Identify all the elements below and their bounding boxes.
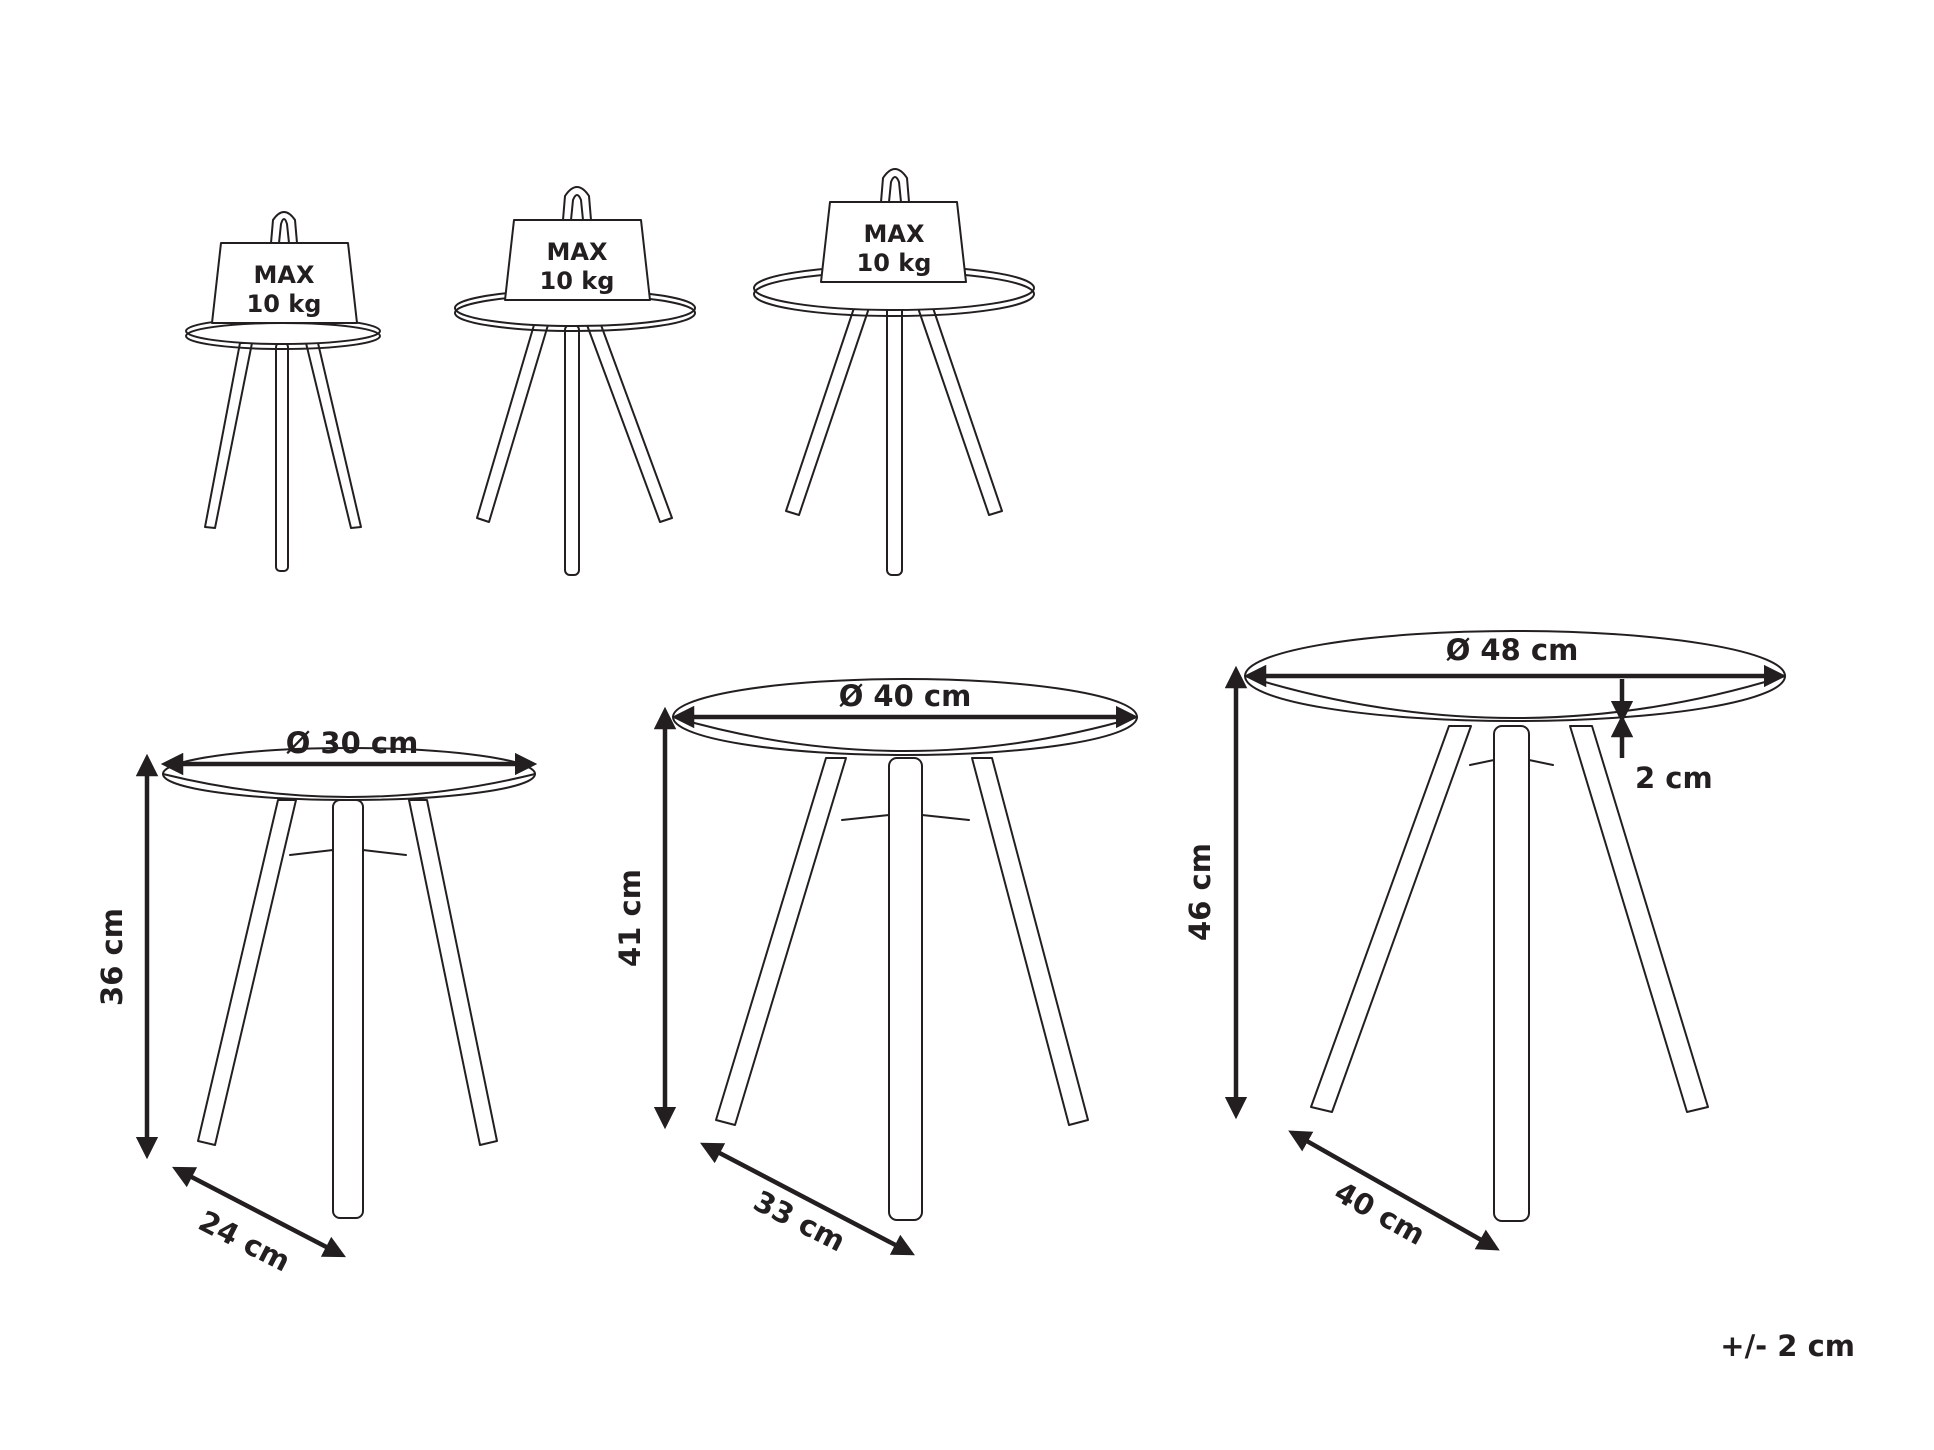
medium-table-legs [715,757,1089,1221]
small-table-legs [197,799,498,1219]
thickness-label: 2 cm [1635,761,1713,795]
weight-kg-label: 10 kg [247,290,322,318]
diameter-label: Ø 30 cm [286,726,419,760]
large-table-load-illustration: MAX 10 kg [753,168,1035,576]
weight-max-label: MAX [254,261,315,289]
height-label: 36 cm [95,908,129,1006]
large-table-dimensions: Ø 48 cm 46 cm 40 cm 2 cm [1183,630,1787,1252]
large-table-legs [1310,725,1709,1222]
medium-table-top-edge [672,716,1138,752]
small-table-dimensions: Ø 30 cm 36 cm 24 cm [95,726,538,1279]
tolerance-label: +/- 2 cm [1720,1329,1855,1363]
weight-icon: MAX 10 kg [504,186,651,301]
weight-icon: MAX 10 kg [211,211,358,324]
base-label: 24 cm [193,1204,296,1279]
medium-table-dimensions: Ø 40 cm 41 cm 33 cm [613,678,1139,1258]
height-label: 46 cm [1183,843,1217,941]
weight-max-label: MAX [864,220,925,248]
base-arrow [700,1142,915,1256]
base-arrow [1288,1130,1500,1251]
weight-kg-label: 10 kg [540,267,615,295]
weight-max-label: MAX [547,238,608,266]
weight-icon: MAX 10 kg [820,168,967,283]
height-label: 41 cm [613,869,647,967]
diameter-label: Ø 48 cm [1446,633,1579,667]
weight-kg-label: 10 kg [857,249,932,277]
large-table-legs [785,304,1003,576]
diameter-label: Ø 40 cm [839,679,972,713]
medium-table-legs [476,324,673,576]
medium-table-load-illustration: MAX 10 kg [454,186,696,576]
base-label: 40 cm [1329,1175,1431,1252]
large-table-top-edge [1244,675,1786,719]
small-table-legs [204,342,362,572]
small-table-top-edge [162,773,536,798]
base-arrow [172,1166,346,1258]
small-table-load-illustration: MAX 10 kg [185,211,381,572]
